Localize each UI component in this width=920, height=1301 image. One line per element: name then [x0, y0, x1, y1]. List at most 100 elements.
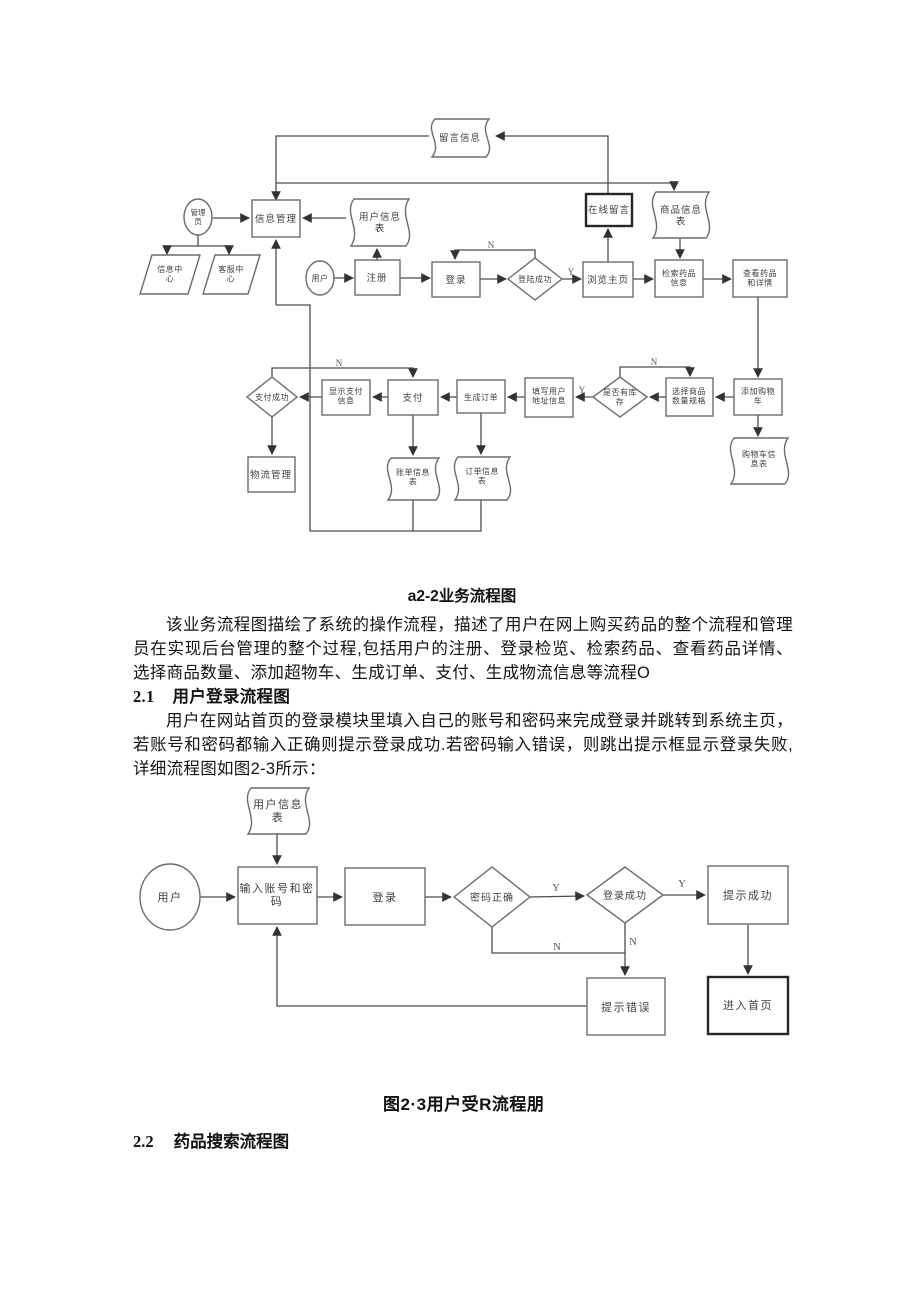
svg-text:提示错误: 提示错误 [601, 1000, 651, 1014]
node-stock-decision: 是否有库存 [591, 376, 649, 418]
svg-text:浏览主页: 浏览主页 [587, 274, 629, 286]
node-info-center: 信息中心 [139, 254, 201, 295]
heading-2-2: 2.2 药品搜索流程图 [133, 1128, 289, 1152]
chart1-edge-labels: N Y N Y N [336, 240, 658, 395]
edge-pwdcheck-to-logincheck [529, 891, 585, 902]
diamond-shape [585, 866, 665, 924]
node-login: 登录 [431, 261, 481, 298]
chart2-caption: 图2·3用户受R流程朋 [383, 1095, 545, 1114]
node-add-cart: 添加购物车 [733, 378, 783, 416]
edge-tables-return-run [276, 304, 482, 532]
chart2-nodes: 用户信息表 用户 输入账号和密码 登录 密码正确 登录成功 [139, 787, 790, 1036]
business-flowchart: 留言信息 管理员 信息管理 用户信息表 在线留言 商品信息表 [139, 118, 790, 532]
svg-text:查看药品和详情: 查看药品和详情 [743, 268, 777, 288]
svg-text:添加购物车: 添加购物车 [741, 386, 775, 406]
node-search-drug: 检索药品信息 [654, 259, 704, 298]
rect-shape [665, 377, 714, 417]
label-stock-no: N [651, 357, 658, 367]
circle-shape [183, 198, 213, 236]
rect-shape [732, 259, 788, 298]
node-login2: 登录 [344, 867, 426, 926]
node-cart-table: 购物车信息表 [729, 437, 790, 485]
chart1-caption: a2-2业务流程图 [407, 588, 517, 605]
node-logistics: 物流管理 [247, 456, 296, 493]
parallelogram-shape [202, 254, 261, 295]
edge-logincheck-loop-login [450, 249, 536, 260]
rect-shape [247, 456, 296, 493]
rect-shape [431, 261, 481, 298]
svg-text:在线留言: 在线留言 [588, 204, 630, 216]
heading-2-2-number: 2.2 [133, 1132, 154, 1151]
svg-text:显示支付信息: 显示支付信息 [329, 386, 363, 406]
node-select-quantity: 选择商品数量规格 [665, 377, 714, 417]
svg-text:用户: 用户 [158, 890, 183, 904]
rect-shape [251, 199, 301, 238]
diamond-shape [506, 257, 564, 301]
node-enter-home: 进入首页 [706, 975, 790, 1036]
rect-shape [582, 261, 634, 298]
svg-text:支付成功: 支付成功 [255, 392, 289, 402]
document-shape [386, 457, 441, 501]
rect-shape [456, 379, 506, 414]
svg-text:用户: 用户 [312, 273, 329, 283]
svg-text:信息中心: 信息中心 [157, 264, 183, 284]
heading-2-2-title: 药品搜索流程图 [173, 1133, 290, 1151]
svg-text:进入首页: 进入首页 [723, 998, 773, 1012]
node-service-center: 客服中心 [202, 254, 261, 295]
document-shape [729, 437, 790, 485]
chart2-edges [200, 834, 753, 1007]
label-login-no: N [488, 240, 495, 250]
svg-text:检索药品信息: 检索药品信息 [662, 268, 696, 288]
svg-text:购物车信息表: 购物车信息表 [742, 449, 776, 469]
rect-shape [387, 379, 439, 416]
node-admin: 管理员 [183, 198, 213, 236]
node-pay-success-decision: 支付成功 [245, 376, 299, 418]
svg-text:提示成功: 提示成功 [723, 889, 773, 902]
edge-infomgmt-to-producttable [276, 181, 679, 191]
edge-stock-loop-selectqty [619, 366, 695, 377]
node-info-management: 信息管理 [251, 199, 301, 238]
document-shape [430, 118, 491, 158]
diamond-shape [245, 376, 299, 418]
chart1-nodes: 留言信息 管理员 信息管理 用户信息表 在线留言 商品信息表 [139, 118, 790, 501]
svg-text:信息管理: 信息管理 [255, 213, 297, 225]
node-login-success-decision2: 登录成功 [585, 866, 665, 924]
rect-shape [733, 378, 783, 416]
chart2-edge-labels: Y Y N N [552, 879, 686, 953]
svg-text:账单信息表: 账单信息表 [396, 467, 430, 487]
circle-shape [305, 260, 335, 296]
heading-2-1-title: 用户登录流程图 [172, 688, 291, 706]
label-ok-yes: Y [678, 879, 686, 890]
svg-text:输入账号和密码: 输入账号和密码 [240, 881, 315, 908]
svg-text:是否有库存: 是否有库存 [603, 387, 637, 407]
node-password-correct-decision: 密码正确 [452, 866, 532, 928]
edge-msgtable-to-infomgmt [271, 135, 429, 201]
rect-shape [707, 865, 789, 925]
login-flowchart: 用户信息表 用户 输入账号和密码 登录 密码正确 登录成功 [139, 787, 790, 1036]
svg-text:订单信息表: 订单信息表 [465, 466, 499, 486]
label-pwd-yes: Y [552, 883, 560, 894]
svg-text:物流管理: 物流管理 [250, 469, 292, 481]
edge-paycheck-loop-pay [271, 367, 418, 378]
svg-text:商品信息表: 商品信息表 [660, 204, 702, 227]
svg-text:登录: 登录 [445, 275, 466, 286]
edge-tiperror-return-to-input [272, 926, 587, 1007]
svg-text:留言信息: 留言信息 [439, 132, 481, 144]
svg-text:密码正确: 密码正确 [470, 891, 514, 904]
rect-shape [654, 259, 704, 298]
diamond-shape [452, 866, 532, 928]
label-stock-yes: Y [579, 385, 586, 395]
svg-text:支付: 支付 [402, 392, 423, 404]
svg-text:选择商品数量规格: 选择商品数量规格 [672, 386, 706, 406]
node-browse-home: 浏览主页 [582, 261, 634, 298]
svg-text:登陆成功: 登陆成功 [518, 274, 552, 284]
node-user2: 用户 [139, 863, 201, 931]
node-input-account: 输入账号和密码 [237, 866, 318, 925]
node-generate-order: 生成订单 [456, 379, 506, 414]
body-text-block: 该业务流程图描绘了系统的操作流程，描述了用户在网上购买药品的整个流程和管理员在实… [133, 613, 793, 781]
node-view-drug-detail: 查看药品和详情 [732, 259, 788, 298]
node-order-table: 订单信息表 [453, 456, 512, 501]
node-fill-address: 填写用户地址信息 [524, 377, 574, 418]
svg-text:注册: 注册 [366, 272, 387, 284]
